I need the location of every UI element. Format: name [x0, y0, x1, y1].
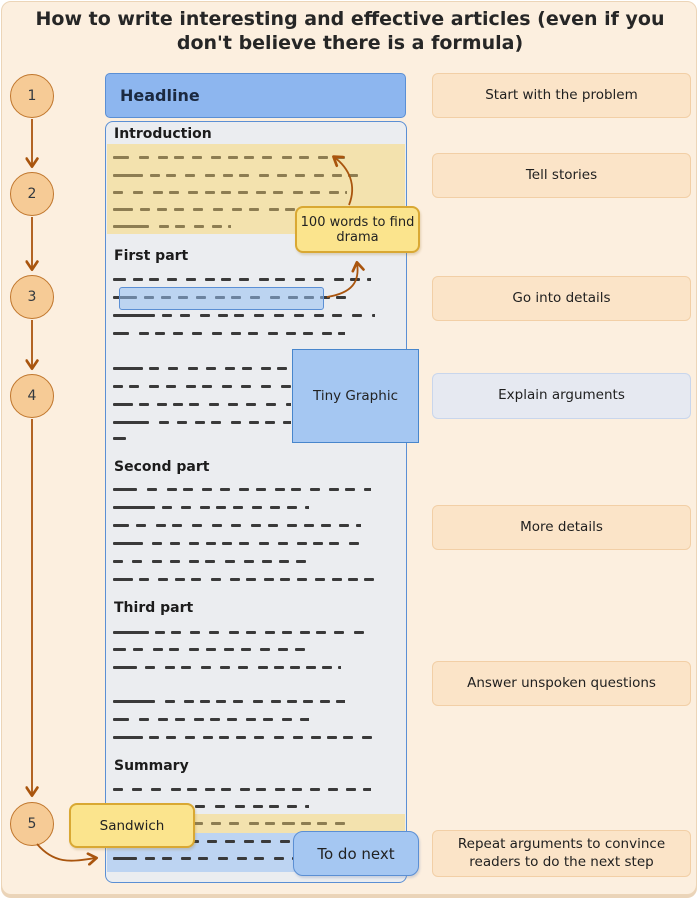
text-line-placeholder [113, 736, 375, 739]
note-label: Tell stories [525, 166, 598, 183]
section-header-introduction: Introduction [114, 126, 212, 142]
note-label: More details [520, 518, 603, 535]
text-line-placeholder [113, 488, 371, 491]
note-explain-arguments: Explain arguments [432, 373, 691, 419]
section-header-third-part: Third part [114, 600, 194, 616]
text-line-placeholder [113, 524, 361, 527]
tiny-graphic-label: Tiny Graphic [312, 388, 398, 404]
text-line-placeholder [113, 174, 365, 177]
step-number: 4 [27, 388, 37, 404]
note-go-into-details: Go into details [432, 276, 691, 321]
text-line-placeholder [113, 278, 371, 281]
note-label: Explain arguments [498, 387, 625, 404]
text-line-placeholder [113, 648, 309, 651]
text-line-placeholder [113, 700, 345, 703]
step-circle-3: 3 [10, 275, 54, 319]
text-line-placeholder [113, 191, 347, 194]
text-line-placeholder [113, 403, 291, 406]
text-line-placeholder [113, 156, 345, 159]
sentence-highlight-box [119, 287, 324, 310]
sandwich-label: Sandwich [99, 817, 165, 834]
note-answer-questions: Answer unspoken questions [432, 661, 691, 706]
text-line-placeholder [113, 631, 371, 634]
text-line-placeholder [113, 788, 371, 791]
text-line-placeholder [113, 385, 291, 388]
text-line-placeholder [113, 437, 127, 440]
drama-callout: 100 words to find drama [295, 206, 420, 253]
document-headline-box: Headline [105, 73, 406, 118]
note-label: Answer unspoken questions [467, 674, 656, 691]
sandwich-callout: Sandwich [69, 803, 195, 848]
to-do-next-box: To do next [293, 831, 419, 876]
text-line-placeholder [113, 314, 375, 317]
text-line-placeholder [113, 421, 291, 424]
note-label: Go into details [512, 289, 611, 306]
step-number: 3 [27, 289, 37, 305]
section-header-second-part: Second part [114, 459, 210, 475]
step-circle-4: 4 [10, 374, 54, 418]
text-line-placeholder [113, 542, 361, 545]
step-circle-5: 5 [10, 802, 54, 846]
note-label: Start with the problem [485, 86, 638, 103]
text-line-placeholder [113, 560, 309, 563]
tiny-graphic-box: Tiny Graphic [292, 349, 419, 443]
note-start-with-problem: Start with the problem [432, 73, 691, 118]
note-more-details: More details [432, 505, 691, 550]
headline-label: Headline [120, 86, 200, 105]
text-line-placeholder [113, 578, 375, 581]
text-line-placeholder [113, 367, 291, 370]
section-header-first-part: First part [114, 248, 189, 264]
text-line-placeholder [113, 332, 345, 335]
note-label: Repeat arguments to convince readers to … [457, 835, 666, 870]
text-line-placeholder [113, 718, 309, 721]
step-number: 5 [27, 816, 37, 832]
step-circle-2: 2 [10, 172, 54, 216]
to-do-next-label: To do next [317, 844, 395, 863]
page-title: How to write interesting and effective a… [35, 8, 665, 55]
step-circle-1: 1 [10, 74, 54, 118]
step-number: 2 [27, 186, 37, 202]
text-line-placeholder [113, 225, 231, 228]
note-tell-stories: Tell stories [432, 153, 691, 198]
note-repeat-arguments: Repeat arguments to convince readers to … [432, 830, 691, 877]
step-number: 1 [27, 88, 37, 104]
drama-callout-label: 100 words to find drama [300, 214, 415, 245]
section-header-summary: Summary [114, 758, 189, 774]
text-line-placeholder [113, 666, 341, 669]
text-line-placeholder [113, 506, 309, 509]
